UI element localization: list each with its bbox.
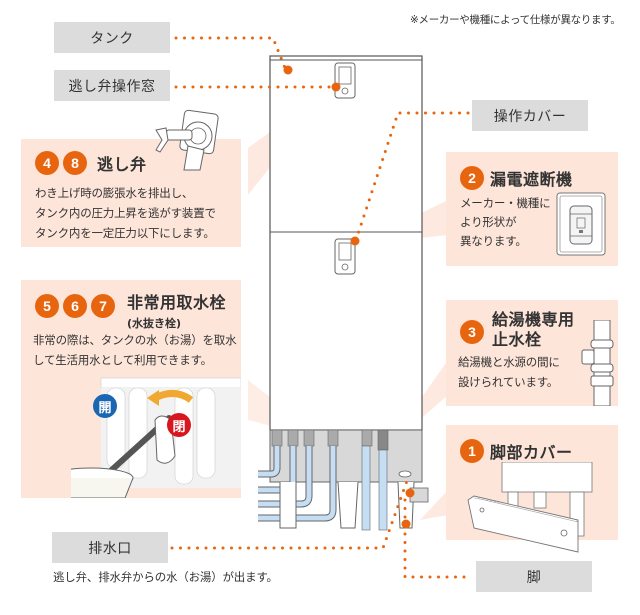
panel-description: 給湯機と水源の間に 設けられています。 [458,355,560,389]
pipe-assembly [258,429,429,531]
panel-subtitle: (水抜き栓) [127,317,182,330]
panel-title: 逃し弁 [97,155,147,174]
badge-number: 6 [63,294,87,318]
leader-tank [174,36,287,70]
badge-number: 2 [460,166,484,190]
control-cover-window [334,238,356,275]
leader-endpoints [283,65,415,529]
label-leg: 脚 [476,561,592,592]
badge-number: 3 [460,320,484,344]
panel-title: 脚部カバー [490,443,573,462]
leg-cover-illustration [467,462,593,553]
badge-number: 7 [91,294,115,318]
panel-title: 非常用取水栓 [127,293,227,312]
label-tank: タンク [54,22,170,53]
breaker-illustration [556,192,606,256]
label-relief-valve-window: 逃し弁操作窓 [54,70,170,101]
spec-note: ※メーカーや機種によって仕様が異なります。 [410,14,621,26]
panel-description: メーカー・機種に より形状が 異なります。 [460,196,551,248]
label-control-cover: 操作カバー [472,100,588,131]
panel-description: 非常の際は、タンクの水（お湯）を取水 して生活用水として利用できます。 [33,333,237,367]
relief-valve-illustration [155,109,219,171]
panel-title: 漏電遮断機 [490,170,573,189]
panel-relief-valve: 4 8 逃し弁 わき上げ時の膨張水を排出し、 タンク内の圧力上昇を逃がす装置で … [21,139,241,247]
panel-breaker: 2 漏電遮断機 メーカー・機種に より形状が 異なります。 [446,152,618,266]
panel-emergency-tap: 5 6 7 非常用取水栓 (水抜き栓) 非常の際は、タンクの水（お湯）を取水 し… [21,280,241,498]
badge-number: 8 [63,151,87,175]
panel-description: わき上げ時の膨張水を排出し、 タンク内の圧力上昇を逃がす装置で タンク内を一定圧… [35,186,216,240]
badge-number: 5 [35,294,59,318]
relief-valve-window [334,62,356,99]
open-indicator-badge: 開 [93,394,117,418]
callout-beam-leg-cover [420,490,448,520]
badge-number: 1 [460,439,484,463]
panel-stop-valve: 3 給湯機専用 止水栓 給湯機と水源の間に 設けられています。 [446,300,618,406]
close-indicator-badge: 閉 [167,413,191,437]
stop-valve-illustration [581,320,614,406]
label-drain-outlet: 排水口 [52,532,168,563]
emergency-tap-illustration [71,377,241,498]
drain-outlet-description: 逃し弁、排水弁からの水（お湯）が出ます。 [53,570,278,584]
leader-drain-outlet [170,476,410,550]
panel-title: 給湯機専用 止水栓 [492,310,575,349]
badge-number: 4 [35,151,59,175]
